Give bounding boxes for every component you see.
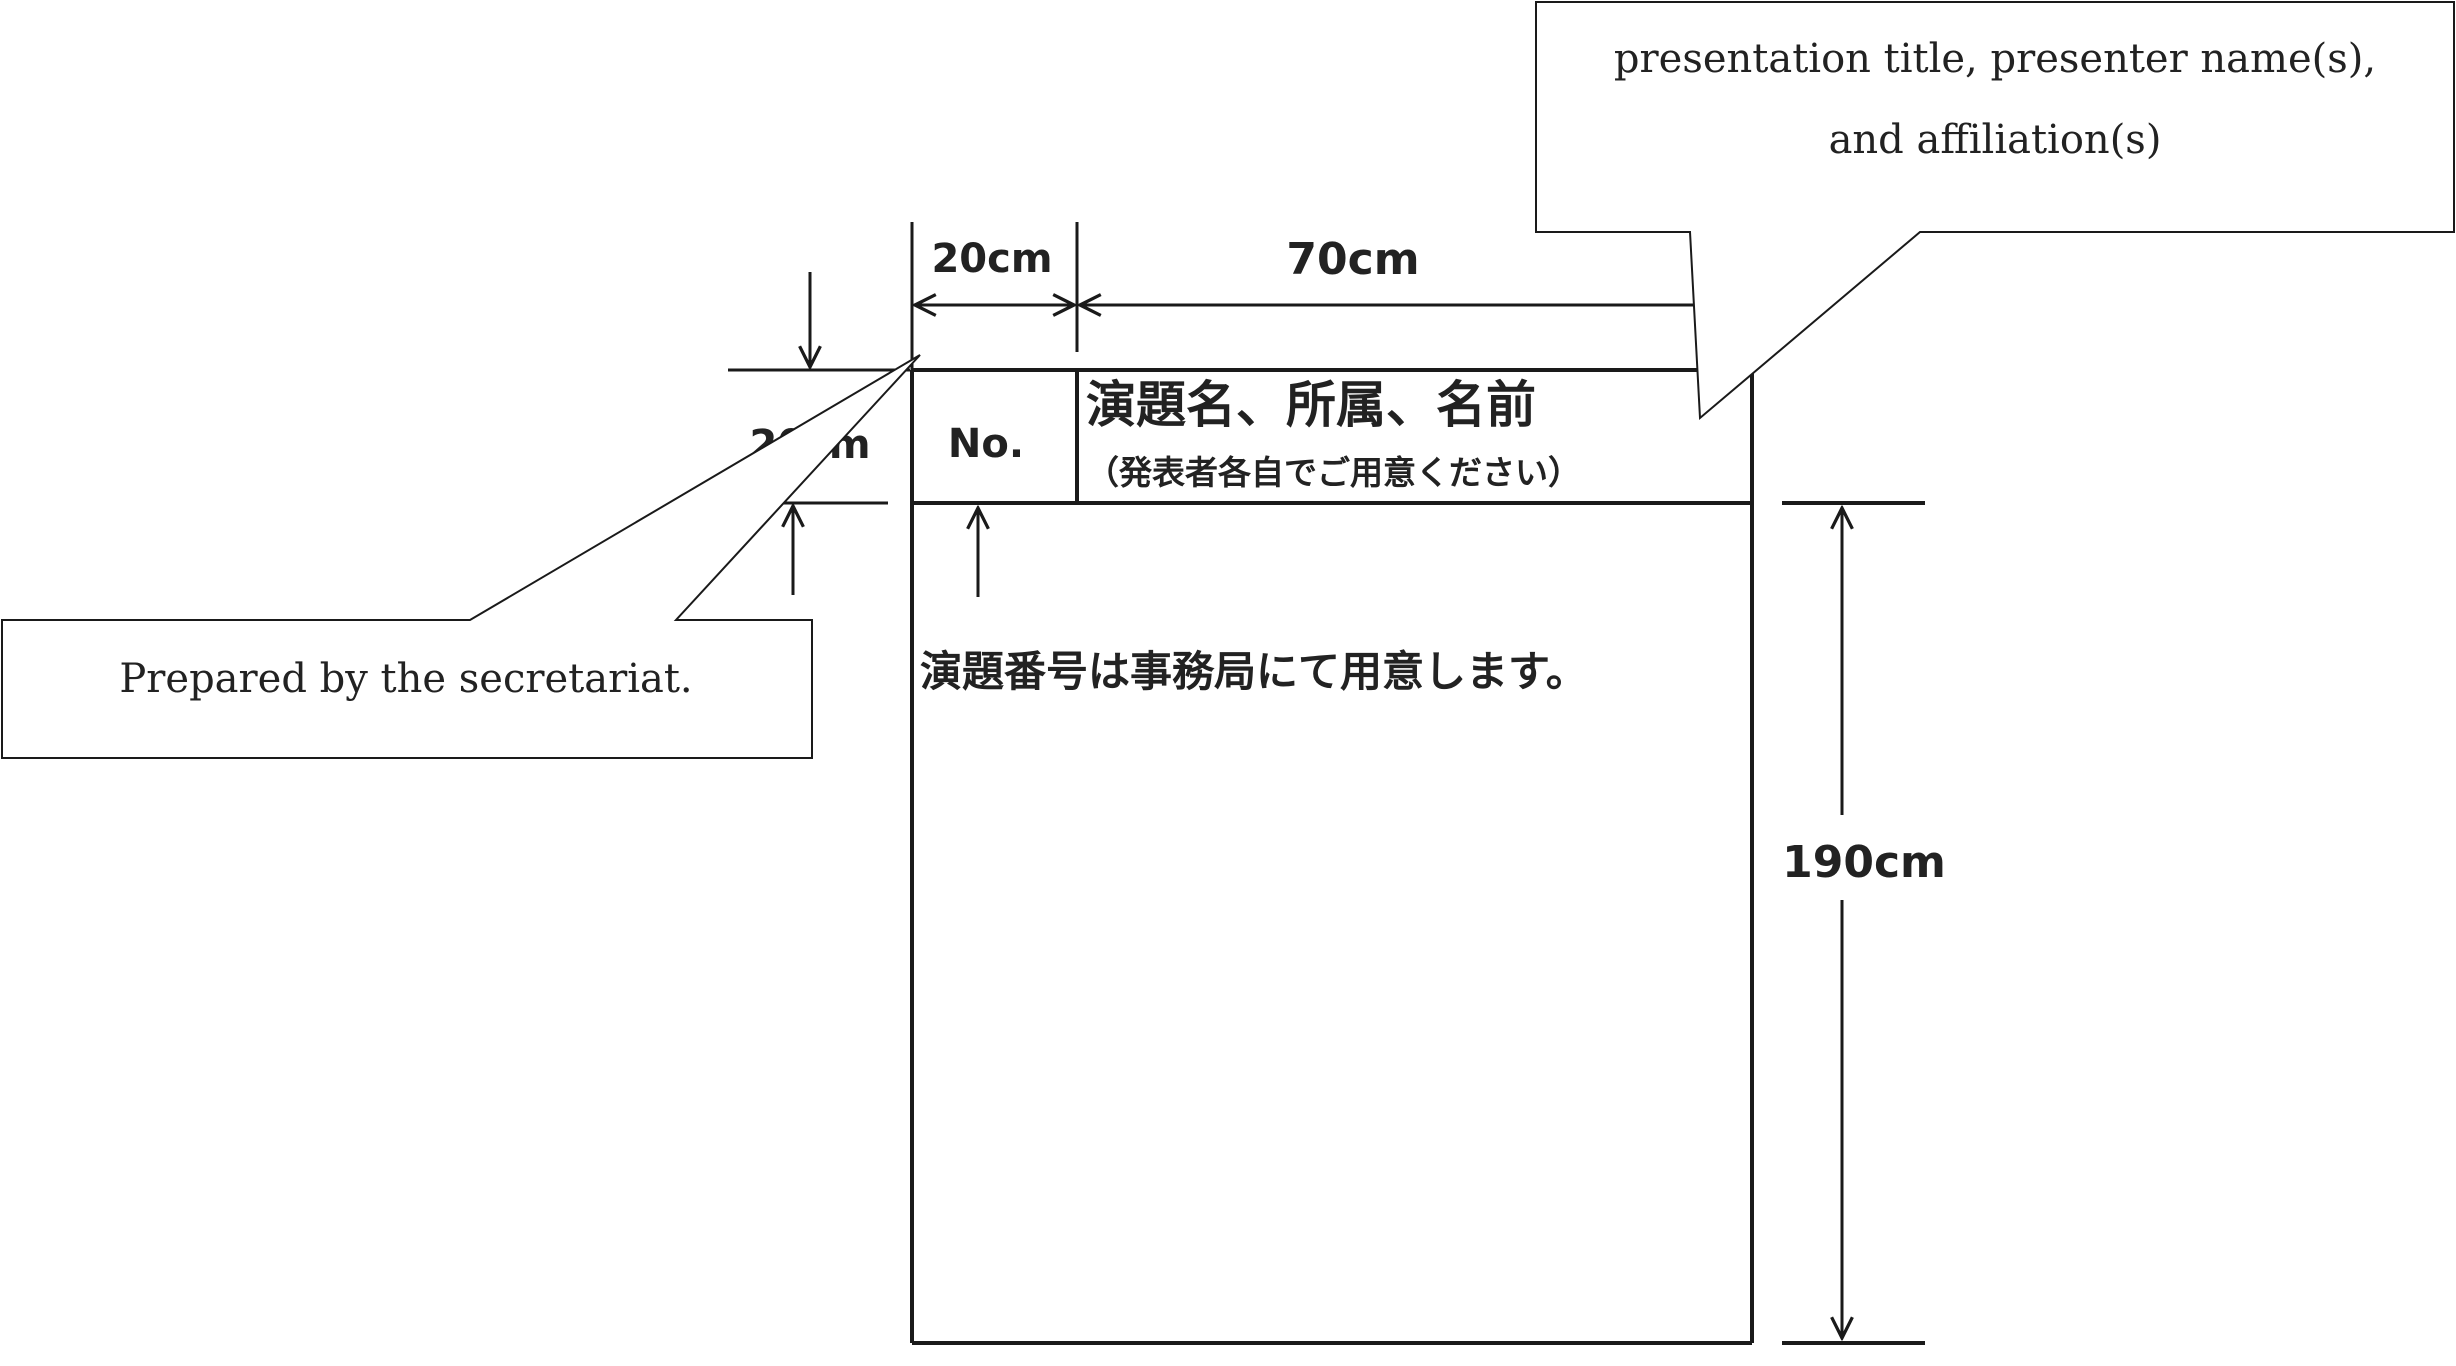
number-cell-label: No. [948,421,1024,467]
poster-board [910,368,1754,1345]
callout-title-info: presentation title, presenter name(s), a… [1535,1,2455,421]
right-dimensions: 190cm [1782,501,1946,1345]
top-dimensions: 20cm 70cm [910,222,1695,370]
title-cell-note: （発表者各自でご用意ください） [1086,453,1581,492]
dimension-label-no-width: 20cm [931,236,1052,282]
poster-contents: No. 演題名、所属、名前 （発表者各自でご用意ください） 演題番号は事務局にて… [920,376,1588,696]
body-note-text: 演題番号は事務局にて用意します。 [920,647,1588,696]
dimension-label-title-width: 70cm [1286,234,1419,285]
callout-title-info-line1: presentation title, presenter name(s), [1614,36,2376,82]
callout-number-info: Prepared by the secretariat. [1,354,921,759]
callout-title-info-box [1535,1,2455,421]
callout-number-info-box [1,354,921,759]
dimension-label-body-height: 190cm [1782,837,1946,888]
callout-title-info-line2: and affiliation(s) [1829,117,2162,163]
callout-number-info-text: Prepared by the secretariat. [119,656,692,702]
title-cell-heading: 演題名、所属、名前 [1086,376,1536,434]
